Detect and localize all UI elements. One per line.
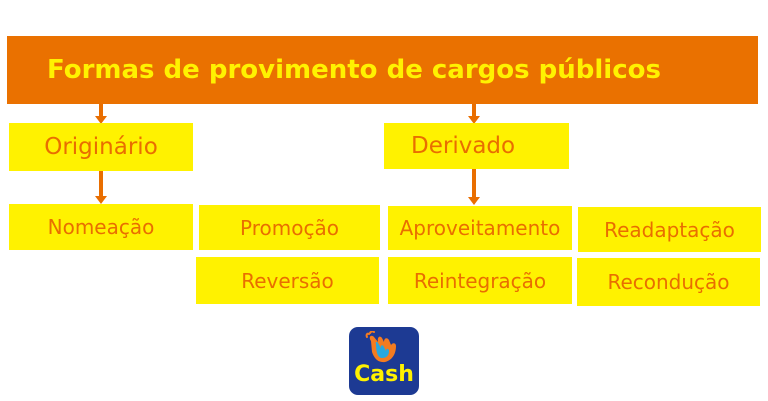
node-aproveitamento-label: Aproveitamento [399,216,561,240]
node-promocao-label: Promoção [240,215,339,240]
arrow-header-to-derivado [468,104,480,124]
node-readaptacao: Readaptação [578,207,761,252]
node-aproveitamento: Aproveitamento [388,206,572,250]
node-originario-label: Originário [44,134,158,160]
arrow-derivado-to-aproveitamento [468,169,480,205]
arrow-header-to-originario [95,104,107,124]
node-promocao: Promoção [199,205,380,250]
diagram-title: Formas de provimento de cargos públicos [47,55,661,85]
cash-logo: Cash [349,327,419,395]
node-reconducao-label: Recondução [607,270,730,294]
node-reintegracao-label: Reintegração [413,268,547,293]
node-reintegracao: Reintegração [388,257,572,304]
node-originario: Originário [9,123,193,171]
waving-hand-icon [365,331,396,363]
arrow-originario-to-nomeacao [95,171,107,204]
node-readaptacao-label: Readaptação [604,217,735,242]
node-reconducao: Recondução [577,258,760,306]
node-nomeacao-label: Nomeação [47,215,155,239]
node-nomeacao: Nomeação [9,204,193,250]
logo-text: Cash [354,362,414,387]
node-reversao: Reversão [196,257,379,304]
node-derivado-label: Derivado [411,133,516,159]
node-derivado: Derivado [384,123,569,169]
node-reversao-label: Reversão [241,268,334,293]
diagram-header: Formas de provimento de cargos públicos [7,36,758,104]
